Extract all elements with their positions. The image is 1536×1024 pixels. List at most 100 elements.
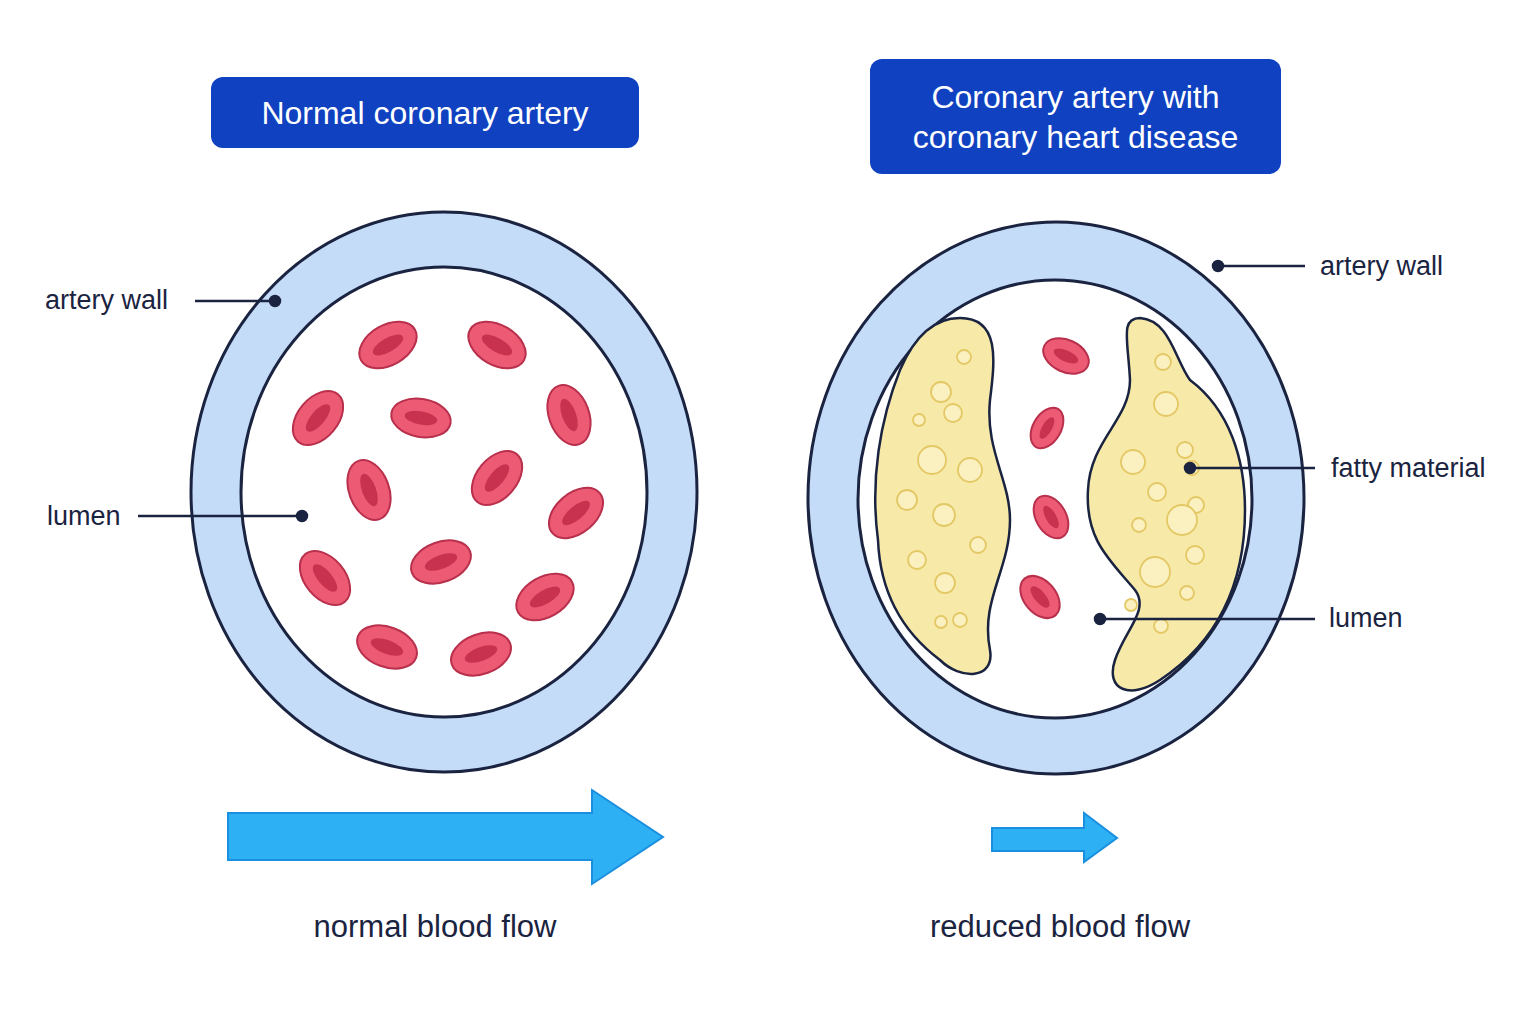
- fat-bubble: [1121, 450, 1145, 474]
- red-blood-cell: [1012, 568, 1067, 625]
- red-blood-cell: [290, 541, 360, 614]
- fat-bubble: [908, 551, 926, 569]
- flow-label: reduced blood flow: [930, 911, 1190, 942]
- leader-line: [138, 515, 302, 518]
- cell-center: [463, 642, 500, 667]
- fat-bubble: [918, 446, 946, 474]
- fat-bubble: [913, 414, 925, 426]
- leader-lines: [138, 261, 1315, 624]
- fat-bubble: [1177, 442, 1193, 458]
- fat-bubble: [933, 504, 955, 526]
- leader-dot: [297, 511, 307, 521]
- heading-box: Coronary artery with coronary heart dise…: [870, 59, 1281, 174]
- leader-dot: [1095, 614, 1105, 624]
- cell-body: [351, 618, 423, 677]
- red-blood-cell: [1027, 490, 1076, 545]
- fat-bubble: [1140, 557, 1170, 587]
- fatty-plaque: [875, 318, 1010, 674]
- cell-body: [283, 381, 353, 454]
- fat-bubble: [931, 382, 951, 402]
- fat-bubble: [1125, 599, 1137, 611]
- fat-bubble: [958, 458, 982, 482]
- cell-center: [302, 400, 335, 435]
- red-blood-cell: [540, 379, 599, 451]
- red-blood-cell: [388, 394, 454, 442]
- cell-center: [1027, 583, 1053, 610]
- fat-bubble: [935, 573, 955, 593]
- part-label: artery wall: [45, 287, 168, 314]
- artery-wall: [808, 222, 1304, 774]
- fatty-plaque: [1088, 318, 1245, 690]
- leader-dot: [1185, 463, 1195, 473]
- cell-body: [388, 394, 454, 442]
- cell-center: [309, 560, 342, 595]
- red-blood-cell: [508, 564, 582, 630]
- cell-body: [460, 312, 534, 378]
- fat-bubbles: [897, 350, 1204, 633]
- lumen-area: [858, 280, 1252, 718]
- cell-center: [1037, 415, 1058, 441]
- cell-center: [1052, 345, 1081, 366]
- red-cells: [283, 312, 613, 683]
- heading-text: Normal coronary artery: [261, 93, 588, 133]
- red-blood-cell: [351, 312, 425, 378]
- fat-bubble: [1180, 586, 1194, 600]
- cell-body: [462, 441, 532, 514]
- red-blood-cell: [445, 625, 517, 684]
- leader-line: [195, 300, 275, 303]
- cell-body: [1027, 490, 1076, 545]
- fat-bubble: [1155, 354, 1171, 370]
- cell-body: [540, 379, 599, 451]
- cell-body: [445, 625, 517, 684]
- flow-arrow: [992, 813, 1117, 862]
- fat-bubble: [944, 404, 962, 422]
- heading-text: Coronary artery with coronary heart dise…: [884, 77, 1267, 157]
- fat-bubble: [1167, 505, 1197, 535]
- red-blood-cell: [340, 454, 399, 526]
- leader-dot: [1213, 261, 1223, 271]
- fat-bubble: [953, 613, 967, 627]
- part-label: lumen: [1329, 605, 1403, 632]
- cell-body: [539, 478, 612, 548]
- red-blood-cell: [539, 478, 612, 548]
- cell-center: [370, 330, 407, 359]
- lumen-area: [241, 267, 647, 717]
- red-blood-cell: [1024, 402, 1070, 454]
- cell-body: [405, 533, 477, 592]
- fat-bubble: [957, 350, 971, 364]
- fat-bubble: [897, 490, 917, 510]
- heading-box: Normal coronary artery: [211, 77, 639, 148]
- red-blood-cell: [351, 618, 423, 677]
- cell-body: [290, 541, 360, 614]
- part-label: lumen: [47, 503, 121, 530]
- cell-center: [557, 397, 582, 434]
- cell-center: [369, 635, 406, 660]
- red-cells: [1012, 331, 1094, 625]
- fat-bubble: [1154, 619, 1168, 633]
- red-blood-cell: [283, 381, 353, 454]
- cell-center: [479, 330, 516, 359]
- cell-center: [404, 409, 439, 428]
- flow-label: normal blood flow: [314, 911, 557, 942]
- part-label: artery wall: [1320, 253, 1443, 280]
- fat-bubble: [1148, 483, 1166, 501]
- cell-center: [423, 550, 460, 575]
- cell-center: [558, 497, 593, 530]
- cell-body: [1012, 568, 1067, 625]
- cell-body: [340, 454, 399, 526]
- cell-body: [1037, 331, 1094, 380]
- fat-bubble: [970, 537, 986, 553]
- cell-body: [508, 564, 582, 630]
- cell-center: [481, 460, 514, 495]
- red-blood-cell: [405, 533, 477, 592]
- leader-line: [1100, 618, 1315, 621]
- cell-center: [357, 472, 382, 509]
- cell-body: [351, 312, 425, 378]
- fat-bubble: [1132, 518, 1146, 532]
- artery-wall: [191, 212, 697, 772]
- red-blood-cell: [1037, 331, 1094, 380]
- fat-bubble: [1154, 392, 1178, 416]
- leader-line: [1218, 265, 1305, 268]
